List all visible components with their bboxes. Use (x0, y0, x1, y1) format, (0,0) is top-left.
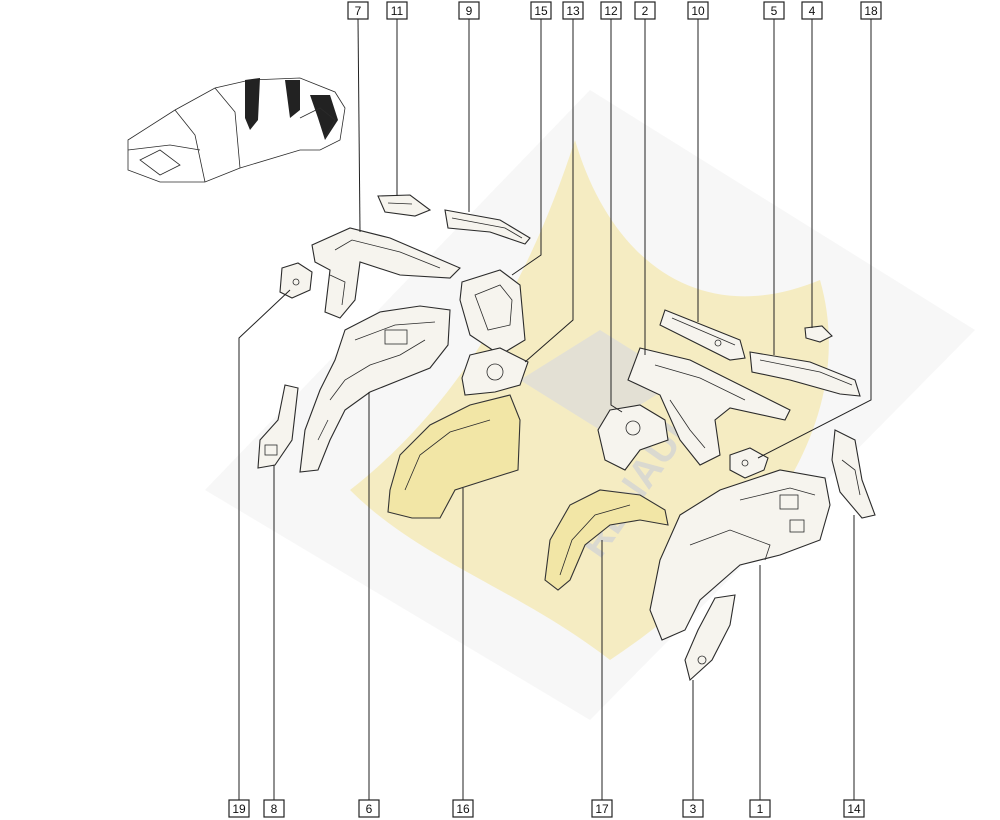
callout-14: 14 (843, 799, 865, 818)
part-7 (311, 227, 461, 319)
callout-15-label: 15 (534, 4, 548, 18)
callout-9: 9 (458, 1, 480, 20)
callout-8-label: 8 (271, 802, 278, 816)
callout-14-label: 14 (847, 802, 861, 816)
callout-13: 13 (562, 1, 584, 20)
callout-7-label: 7 (355, 4, 362, 18)
part-5 (749, 351, 861, 397)
part-12 (597, 404, 669, 471)
part-11 (377, 194, 432, 217)
callout-18-label: 18 (864, 4, 878, 18)
part-19 (279, 262, 313, 299)
callout-19: 19 (228, 799, 250, 818)
callout-2-label: 2 (642, 4, 649, 18)
part-10 (659, 309, 746, 361)
part-13 (461, 347, 529, 396)
callout-12-label: 12 (604, 4, 618, 18)
callout-6: 6 (358, 799, 380, 818)
callout-2: 2 (634, 1, 656, 20)
car-thumbnail (127, 77, 346, 183)
callout-11: 11 (386, 1, 408, 20)
callout-15: 15 (530, 1, 552, 20)
part-8 (257, 384, 299, 469)
callout-13-label: 13 (566, 4, 580, 18)
part-3 (684, 594, 736, 682)
callout-7: 7 (347, 1, 369, 20)
callout-10: 10 (687, 1, 709, 20)
part-15 (459, 269, 526, 356)
callout-8: 8 (263, 799, 285, 818)
callout-9-label: 9 (466, 4, 473, 18)
part-9 (444, 209, 531, 245)
part-2 (627, 347, 791, 466)
callout-4-label: 4 (809, 4, 816, 18)
callout-3-label: 3 (690, 802, 697, 816)
callout-19-label: 19 (232, 802, 246, 816)
callout-5: 5 (763, 1, 785, 20)
callout-16: 16 (452, 799, 474, 818)
callout-17: 17 (591, 799, 613, 818)
part-6 (299, 305, 451, 473)
callout-18: 18 (860, 1, 882, 20)
callout-12: 12 (600, 1, 622, 20)
callout-11-label: 11 (391, 4, 404, 18)
callout-5-label: 5 (771, 4, 778, 18)
part-14 (831, 429, 876, 519)
part-1 (649, 469, 831, 641)
leader-lines (238, 18, 872, 800)
part-17 (544, 489, 669, 591)
callout-3: 3 (682, 799, 704, 818)
callout-16-label: 16 (456, 802, 470, 816)
part-4 (804, 325, 833, 343)
callout-10-label: 10 (691, 4, 705, 18)
part-16 (387, 394, 521, 519)
callout-17-label: 17 (595, 802, 609, 816)
part-18 (729, 447, 769, 479)
callout-4: 4 (801, 1, 823, 20)
callout-1: 1 (749, 799, 771, 818)
callout-1-label: 1 (757, 802, 764, 816)
callout-6-label: 6 (366, 802, 373, 816)
